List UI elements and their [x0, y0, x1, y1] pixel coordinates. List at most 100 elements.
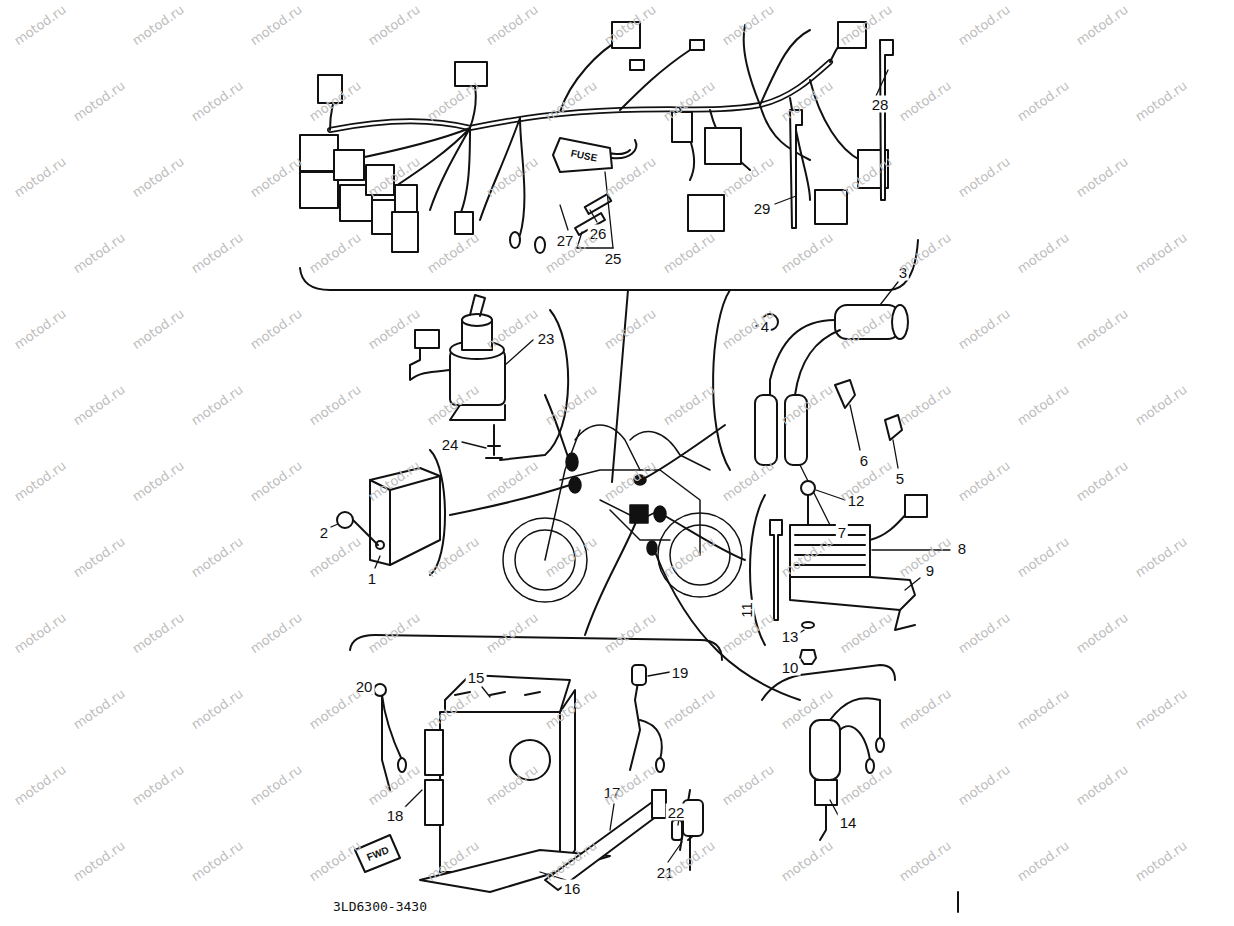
watermark: motod.ru	[484, 155, 540, 200]
watermark: motod.ru	[189, 231, 245, 276]
callout-number: 19	[670, 664, 691, 681]
watermark: motod.ru	[248, 611, 304, 656]
callout-number: 5	[894, 470, 906, 487]
callout-number: 23	[536, 330, 557, 347]
watermark: motod.ru	[71, 839, 127, 884]
watermark: motod.ru	[956, 763, 1012, 808]
watermark: motod.ru	[189, 687, 245, 732]
watermark: motod.ru	[248, 3, 304, 48]
watermark: motod.ru	[248, 155, 304, 200]
leader-lines	[756, 282, 898, 525]
watermark: motod.ru	[425, 535, 481, 580]
callout-number: 6	[858, 452, 870, 469]
watermark: motod.ru	[366, 3, 422, 48]
watermark: motod.ru	[12, 3, 68, 48]
watermark: motod.ru	[1015, 231, 1071, 276]
leader-line	[612, 290, 628, 482]
watermark: motod.ru	[484, 307, 540, 352]
watermark: motod.ru	[838, 155, 894, 200]
watermark: motod.ru	[1133, 839, 1189, 884]
watermark: motod.ru	[307, 687, 363, 732]
part-marking: FUSE	[570, 148, 598, 163]
watermark: motod.ru	[130, 459, 186, 504]
callout-number: 24	[440, 436, 461, 453]
watermark: motod.ru	[956, 459, 1012, 504]
watermark: motod.ru	[543, 535, 599, 580]
watermark: motod.ru	[130, 307, 186, 352]
watermark: motod.ru	[130, 763, 186, 808]
watermark: motod.ru	[720, 3, 776, 48]
watermark: motod.ru	[779, 79, 835, 124]
page-mark	[957, 892, 959, 912]
watermark: motod.ru	[956, 611, 1012, 656]
watermark: motod.ru	[956, 3, 1012, 48]
watermark: motod.ru	[956, 155, 1012, 200]
watermark: motod.ru	[484, 459, 540, 504]
watermark: motod.ru	[189, 535, 245, 580]
watermark: motod.ru	[307, 79, 363, 124]
watermark: motod.ru	[366, 459, 422, 504]
watermark: motod.ru	[130, 155, 186, 200]
watermark: motod.ru	[130, 611, 186, 656]
callout-number: 11	[738, 600, 755, 620]
watermark: motod.ru	[425, 383, 481, 428]
watermark: motod.ru	[543, 79, 599, 124]
callout-number: 22	[666, 804, 687, 821]
watermark: motod.ru	[661, 79, 717, 124]
watermark: motod.ru	[897, 839, 953, 884]
watermark: motod.ru	[779, 383, 835, 428]
watermark: motod.ru	[1133, 687, 1189, 732]
callout-number: 14	[838, 814, 859, 831]
callout-number: 18	[385, 807, 406, 824]
watermark: motod.ru	[543, 383, 599, 428]
watermark: motod.ru	[838, 763, 894, 808]
watermark: motod.ru	[484, 3, 540, 48]
group-bracket	[713, 290, 730, 470]
neutral-switch	[810, 698, 884, 840]
watermark: motod.ru	[779, 231, 835, 276]
watermark: motod.ru	[1074, 307, 1130, 352]
callout-number: 29	[752, 200, 773, 217]
ignition-coil	[755, 305, 908, 465]
wiring-harness	[300, 22, 893, 253]
watermark: motod.ru	[1133, 383, 1189, 428]
watermark: motod.ru	[779, 535, 835, 580]
watermark: motod.ru	[602, 459, 658, 504]
watermark: motod.ru	[838, 611, 894, 656]
watermark: motod.ru	[661, 687, 717, 732]
callout-number: 15	[466, 669, 487, 686]
battery	[355, 665, 703, 892]
watermark: motod.ru	[12, 459, 68, 504]
watermark: motod.ru	[71, 535, 127, 580]
pointer-lines	[450, 395, 800, 700]
watermark: motod.ru	[779, 687, 835, 732]
watermark: motod.ru	[661, 535, 717, 580]
watermark: motod.ru	[425, 839, 481, 884]
watermark: motod.ru	[1015, 839, 1071, 884]
callout-number: 25	[603, 250, 624, 267]
watermark: motod.ru	[1133, 79, 1189, 124]
watermark: motod.ru	[425, 231, 481, 276]
callout-number: 16	[562, 880, 583, 897]
watermark: motod.ru	[602, 3, 658, 48]
watermark: motod.ru	[425, 687, 481, 732]
callout-number: 8	[956, 540, 968, 557]
watermark: motod.ru	[1133, 535, 1189, 580]
watermark: motod.ru	[71, 687, 127, 732]
part-code: 3LD6300-3430	[331, 899, 429, 914]
callout-number: 1	[366, 570, 378, 587]
watermark: motod.ru	[307, 839, 363, 884]
watermark: motod.ru	[720, 459, 776, 504]
watermark: motod.ru	[366, 763, 422, 808]
watermark: motod.ru	[71, 79, 127, 124]
watermark: motod.ru	[602, 307, 658, 352]
watermark: motod.ru	[12, 307, 68, 352]
watermark: motod.ru	[12, 763, 68, 808]
watermark: motod.ru	[661, 839, 717, 884]
part-marking: FWD	[366, 845, 391, 863]
watermark: motod.ru	[897, 383, 953, 428]
watermark: motod.ru	[1074, 3, 1130, 48]
motorcycle-outline	[503, 425, 742, 602]
watermark: motod.ru	[720, 763, 776, 808]
